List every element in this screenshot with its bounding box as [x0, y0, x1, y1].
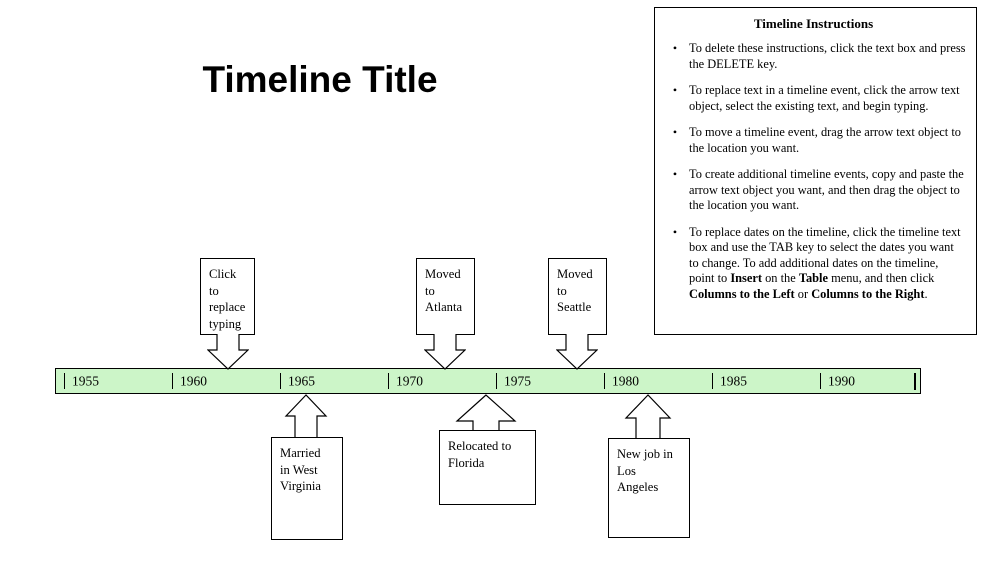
bullet-icon: •: [672, 125, 678, 139]
year-label: 1990: [828, 373, 855, 389]
page-title: Timeline Title: [202, 59, 438, 100]
timeline-year-cell[interactable]: 1970: [380, 369, 488, 393]
instruction-text: To replace dates on the timeline, click …: [689, 224, 961, 301]
timeline-year-cell[interactable]: 1980: [596, 369, 704, 393]
year-label: 1975: [504, 373, 531, 389]
year-label: 1985: [720, 373, 747, 389]
instruction-list-item: • To replace dates on the timeline, clic…: [661, 225, 966, 303]
year-tick-icon: [64, 373, 65, 389]
year-label: 1980: [612, 373, 639, 389]
year-label: 1955: [72, 373, 99, 389]
bullet-icon: •: [672, 83, 678, 97]
down-arrow-icon: [207, 334, 249, 370]
instruction-text: To move a timeline event, drag the arrow…: [689, 125, 961, 155]
timeline-year-cell[interactable]: 1965: [272, 369, 380, 393]
timeline-year-cell[interactable]: 1960: [164, 369, 272, 393]
timeline-year-cell[interactable]: 1985: [704, 369, 812, 393]
bullet-icon: •: [672, 224, 678, 239]
instruction-text: To replace text in a timeline event, cli…: [689, 83, 960, 113]
instructions-heading: Timeline Instructions: [753, 16, 874, 31]
up-arrow-icon: [624, 394, 672, 442]
year-tick-icon: [388, 373, 389, 389]
instruction-list-item: • To replace text in a timeline event, c…: [661, 83, 966, 114]
timeline-year-cell[interactable]: 1990: [812, 369, 920, 393]
instruction-text: To delete these instructions, click the …: [689, 41, 966, 71]
bullet-icon: •: [672, 41, 678, 55]
down-arrow-icon: [424, 334, 466, 370]
timeline-bar[interactable]: 1955 1960 1965 1970 1975 1980 1985 1990: [55, 368, 921, 394]
down-arrow-icon: [556, 334, 598, 370]
year-tick-icon: [496, 373, 497, 389]
instruction-text: To create additional timeline events, co…: [689, 167, 964, 212]
instruction-list-item: • To create additional timeline events, …: [661, 167, 966, 214]
instruction-list-item: • To delete these instructions, click th…: [661, 41, 966, 72]
year-label: 1970: [396, 373, 423, 389]
year-tick-icon: [712, 373, 713, 389]
year-tick-icon-end: [914, 373, 916, 390]
year-tick-icon: [820, 373, 821, 389]
year-tick-icon: [604, 373, 605, 389]
year-label: 1965: [288, 373, 315, 389]
year-label: 1960: [180, 373, 207, 389]
timeline-year-cell[interactable]: 1975: [488, 369, 596, 393]
up-arrow-icon: [284, 394, 328, 439]
instructions-text-box[interactable]: Timeline Instructions • To delete these …: [654, 7, 977, 335]
timeline-year-cell[interactable]: 1955: [56, 369, 164, 393]
bullet-icon: •: [672, 167, 678, 181]
year-tick-icon: [172, 373, 173, 389]
year-tick-icon: [280, 373, 281, 389]
instruction-list-item: • To move a timeline event, drag the arr…: [661, 125, 966, 156]
